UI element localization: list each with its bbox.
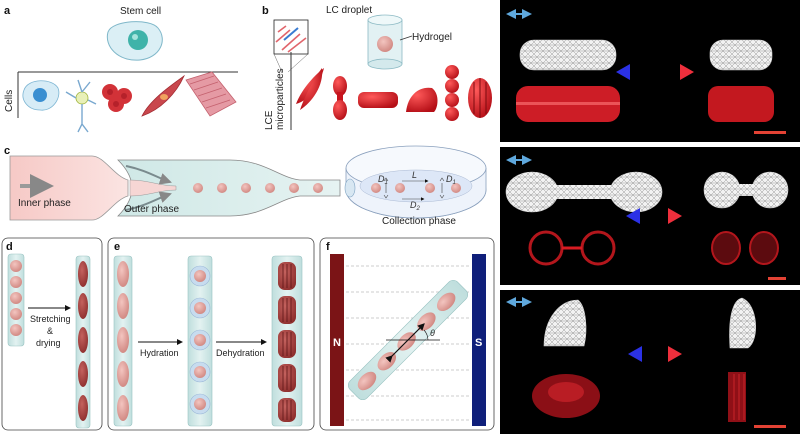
neuron-icon bbox=[65, 79, 97, 133]
panel-e: e Hydration Dehydration bbox=[107, 237, 315, 431]
cells-axis-label: Cells bbox=[4, 90, 15, 112]
micrograph-top bbox=[500, 0, 800, 142]
lc-inset-box bbox=[273, 19, 309, 55]
south-magnet bbox=[472, 254, 486, 426]
d1-left-arrow bbox=[383, 177, 389, 199]
stem-cell-icon bbox=[106, 21, 163, 61]
rod-fluor-after bbox=[708, 86, 774, 122]
lce-rod-shape bbox=[358, 92, 398, 108]
panel-b: b LC droplet Hydrogel LCE microparticles bbox=[262, 5, 492, 130]
panel-a: a Stem cell Cells bbox=[4, 5, 238, 133]
d1-right-var: D1 bbox=[446, 174, 456, 186]
panel-a-label: a bbox=[4, 5, 11, 17]
inner-capillary bbox=[9, 155, 129, 221]
red-blood-cells-icon bbox=[102, 84, 132, 112]
tube-hydrated bbox=[187, 255, 213, 427]
contraction-arrow-right-head bbox=[668, 346, 682, 362]
north-label: N bbox=[333, 337, 341, 349]
tube-before bbox=[7, 253, 25, 347]
lce-label-line2: microparticles bbox=[275, 68, 286, 130]
scale-bar bbox=[768, 277, 786, 280]
hydrogel-pointer bbox=[399, 35, 413, 41]
d1-left-var: D1 bbox=[378, 174, 388, 186]
panel-d-label: d bbox=[6, 241, 13, 253]
panel-e-label: e bbox=[114, 241, 120, 253]
dehydration-label: Dehydration bbox=[216, 348, 265, 358]
dumbbell-fluor-before bbox=[528, 230, 616, 266]
outer-phase-label: Outer phase bbox=[124, 204, 179, 215]
scale-bar bbox=[754, 131, 786, 134]
hydrogel-cylinder-icon bbox=[367, 14, 403, 70]
scale-bar bbox=[754, 425, 786, 428]
stretching-label: Stretching bbox=[30, 314, 71, 324]
south-label: S bbox=[475, 337, 482, 349]
contraction-arrow-right-head bbox=[680, 64, 694, 80]
drying-label: drying bbox=[36, 338, 61, 348]
panel-f-label: f bbox=[326, 241, 330, 253]
hydration-label: Hydration bbox=[140, 348, 179, 358]
lce-striped-ellipse-shape bbox=[468, 78, 492, 118]
blue-cell-icon bbox=[22, 80, 60, 111]
outer-flow-arrow-bottom bbox=[125, 191, 172, 211]
dome-mesh-after bbox=[729, 297, 757, 349]
collected-droplets bbox=[371, 183, 461, 193]
dumbbell-mesh-before bbox=[505, 171, 663, 213]
panel-f: f N S θ bbox=[319, 237, 495, 431]
contraction-arrow-left-head bbox=[628, 346, 642, 362]
panel-b-label: b bbox=[262, 5, 269, 17]
dome-fluor-after bbox=[728, 372, 746, 422]
hydrogel-label: Hydrogel bbox=[412, 32, 452, 43]
dome-mesh-before bbox=[543, 299, 587, 347]
collection-phase-label: Collection phase bbox=[382, 216, 456, 227]
angle-arc bbox=[423, 329, 429, 341]
contraction-arrow-left-head bbox=[626, 208, 640, 224]
panel-d: d Stretching & drying bbox=[1, 237, 103, 431]
outer-flow-arrow-top bbox=[125, 165, 172, 185]
theta-label: θ bbox=[430, 328, 435, 338]
tube-dehydrated bbox=[271, 255, 303, 427]
d2-var: D2 bbox=[410, 200, 421, 212]
d1-right-arrow bbox=[439, 177, 445, 199]
north-magnet bbox=[330, 254, 344, 426]
contraction-arrow-right-head bbox=[668, 208, 682, 224]
lc-droplet-label: LC droplet bbox=[326, 5, 372, 16]
collection-dish bbox=[345, 145, 487, 219]
stem-cell-label: Stem cell bbox=[120, 6, 161, 17]
micrograph-middle bbox=[500, 147, 800, 285]
l-var: L bbox=[412, 170, 417, 180]
muscle-fiber-icon bbox=[185, 71, 237, 117]
lce-chain-shape bbox=[445, 65, 459, 121]
lce-dome-shape bbox=[406, 87, 438, 112]
capillary-outlet bbox=[344, 178, 356, 198]
muscle-cell-icon bbox=[141, 74, 185, 117]
tube-after bbox=[75, 255, 91, 429]
rod-mesh-before bbox=[519, 39, 617, 71]
lce-label-line1: LCE bbox=[264, 110, 275, 130]
dumbbell-mesh-after bbox=[703, 171, 789, 209]
rod-mesh-after bbox=[709, 39, 773, 71]
lce-dumbbell-shape bbox=[333, 76, 347, 120]
inset-connector-left bbox=[273, 53, 283, 73]
tube-dried bbox=[113, 255, 133, 427]
contraction-arrow-left-head bbox=[616, 64, 630, 80]
inner-phase-label: Inner phase bbox=[18, 198, 71, 209]
panel-c-label: c bbox=[4, 145, 10, 157]
droplet-train bbox=[193, 183, 323, 193]
panel-c: c Inner phase Outer phase bbox=[4, 145, 487, 227]
dumbbell-fluor-after bbox=[711, 231, 779, 265]
outer-capillary bbox=[117, 159, 341, 217]
lce-spindle-shape bbox=[296, 68, 324, 110]
and-label: & bbox=[47, 326, 53, 336]
micrograph-bottom bbox=[500, 290, 800, 434]
